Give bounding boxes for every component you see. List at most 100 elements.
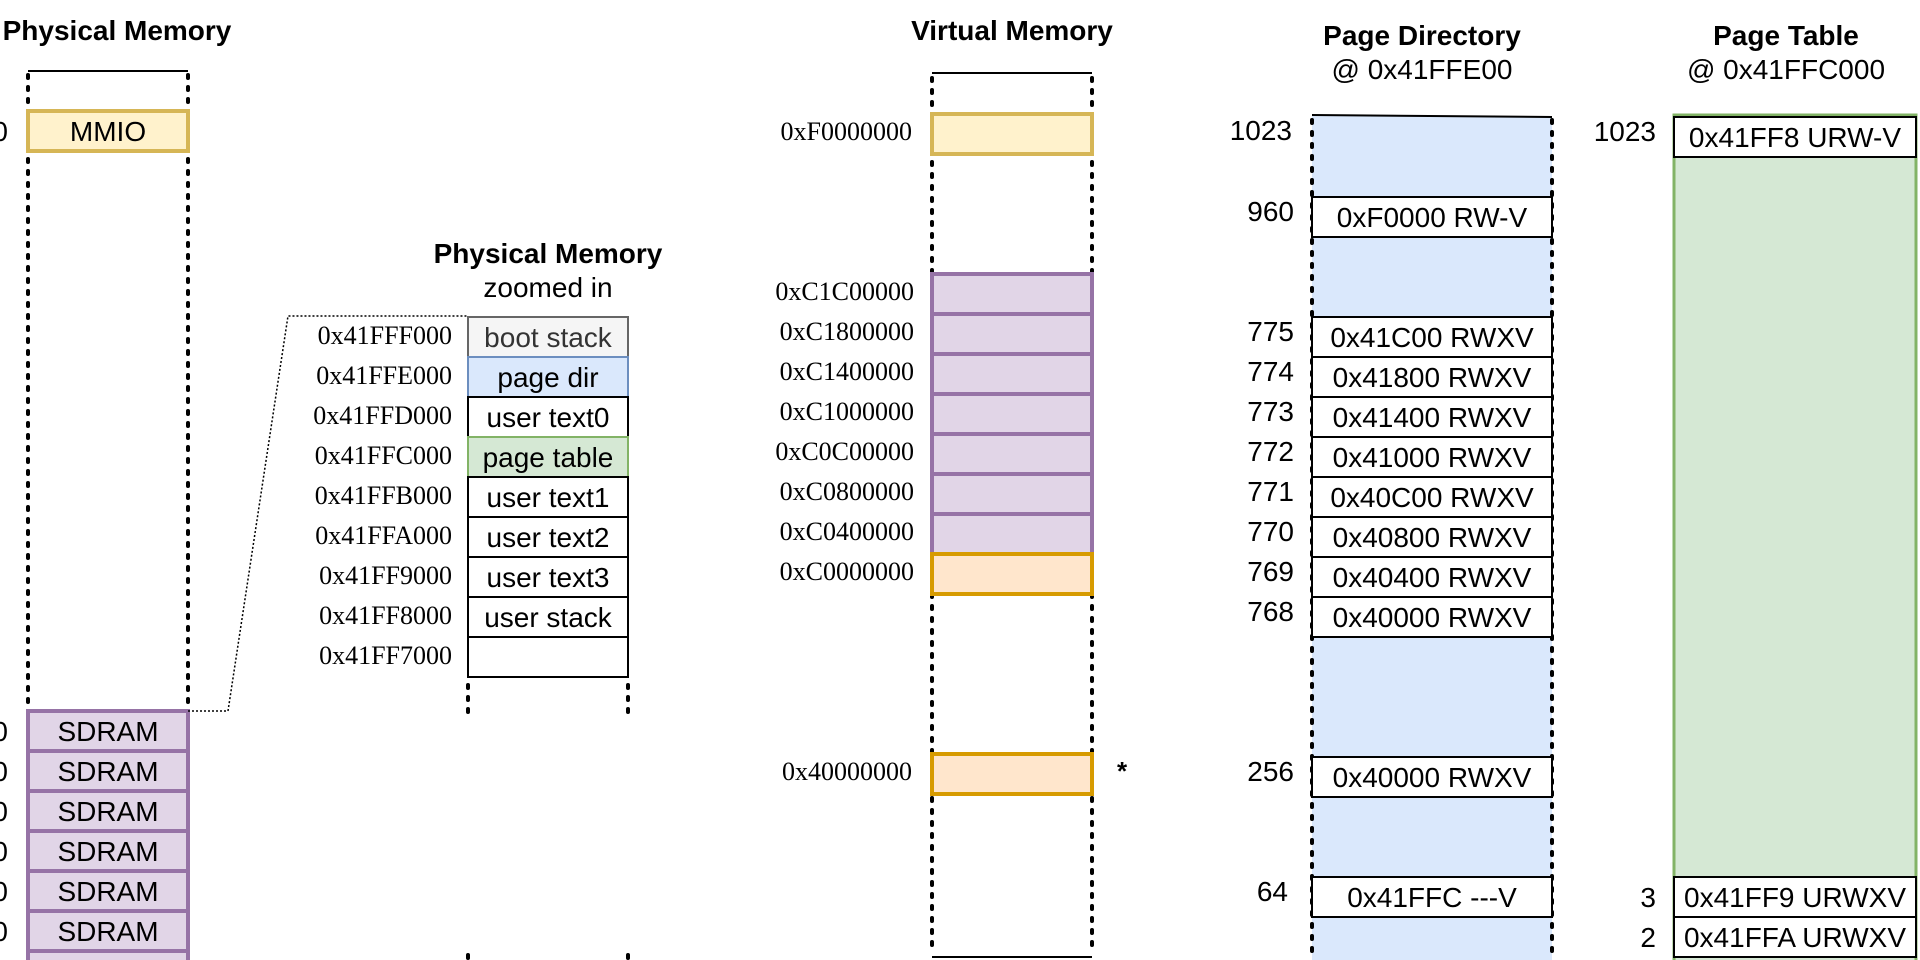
page-table-title: Page Table [1713, 20, 1859, 51]
virtual-kernel-block [930, 472, 1094, 516]
virtual-memory-title: Virtual Memory [911, 15, 1113, 46]
pde-index: 773 [1247, 396, 1294, 427]
zoom-row-user-text3 [467, 556, 629, 598]
virtual-kernel-address: 0xC0800000 [780, 477, 914, 506]
page-directory-column: Page Directory @ 0x41FFE00 1023 0xF0000 … [1230, 20, 1554, 960]
pde-value: 0x41000 RWXV [1333, 442, 1532, 473]
pde-entry [1311, 436, 1553, 478]
sdram-label: SDRAM [57, 796, 158, 827]
virtual-kernel-block [930, 392, 1094, 436]
zoom-row-address: 0x41FFF000 [318, 321, 452, 350]
zoom-row-address: 0x41FF8000 [319, 601, 452, 630]
mmio-block [26, 109, 190, 153]
pde-index: 64 [1257, 876, 1288, 907]
zoom-row-label: user text2 [487, 522, 610, 553]
virtual-kernel-block [930, 352, 1094, 396]
sdram-address: 0 [0, 876, 8, 907]
virtual-kernel-block [930, 432, 1094, 476]
virtual-kernel-address: 0xC0000000 [780, 557, 914, 586]
pde-value: 0x40000 RWXV [1333, 762, 1532, 793]
zoom-row-user-text0 [467, 396, 629, 438]
zoom-row-address: 0x41FF9000 [319, 561, 452, 590]
virtual-kernel-region: 0xC1C00000 0xC1800000 0xC1400000 0xC1000… [775, 272, 1094, 596]
zoom-row-label: user text0 [487, 402, 610, 433]
zoom-row-label: boot stack [484, 322, 613, 353]
pte-index: 3 [1640, 882, 1656, 913]
page-table-background [1672, 113, 1918, 960]
mmio-address: 0 [0, 116, 8, 147]
pde-value: 0x40400 RWXV [1333, 562, 1532, 593]
page-directory-top-index: 1023 [1230, 115, 1292, 146]
zoom-row-page-dir [467, 356, 629, 398]
virtual-kernel-address: 0xC0400000 [780, 517, 914, 546]
sdram-label: SDRAM [57, 716, 158, 747]
pte-value: 0x41FF9 URWXV [1684, 882, 1906, 913]
pde-entry [1311, 196, 1553, 238]
zoom-title: Physical Memory [434, 238, 663, 269]
zoomed-physical-memory: Physical Memory zoomed in boot stack 0x4… [313, 238, 663, 960]
page-directory-top-edge [1311, 114, 1553, 118]
zoom-row-address: 0x41FFC000 [315, 441, 452, 470]
pde-entry [1311, 596, 1553, 638]
pde-value: 0x41800 RWXV [1333, 362, 1532, 393]
page-table-subtitle: @ 0x41FFC000 [1687, 54, 1885, 85]
pde-entry [1311, 556, 1553, 598]
sdram-label: SDRAM [57, 836, 158, 867]
pde-entry [1311, 756, 1553, 798]
sdram-address: 0 [0, 796, 8, 827]
pte-entry [1673, 116, 1917, 158]
virtual-kernel-address: 0xC1C00000 [775, 277, 914, 306]
pde-value: 0x41400 RWXV [1333, 402, 1532, 433]
physical-memory-title: Physical Memory [3, 15, 232, 46]
pte-index: 2 [1640, 922, 1656, 953]
zoom-row-user-text1 [467, 476, 629, 518]
virtual-low-block [930, 752, 1094, 796]
pte-index: 1023 [1594, 116, 1656, 147]
pte-value: 0x41FFA URWXV [1684, 922, 1906, 953]
sdram-label: SDRAM [57, 876, 158, 907]
zoom-row-page-table [467, 436, 629, 478]
sdram-label: SDRAM [57, 756, 158, 787]
zoom-row-label: user text1 [487, 482, 610, 513]
virtual-kernel-base-block [930, 552, 1094, 596]
zoom-row-address: 0x41FFE000 [316, 361, 452, 390]
mmio-label: MMIO [70, 116, 146, 147]
virtual-kernel-block [930, 272, 1094, 316]
pde-index: 256 [1247, 756, 1294, 787]
zoom-row-boot-stack [467, 316, 629, 358]
virtual-low-address: 0x40000000 [782, 757, 912, 786]
pte-entry [1673, 916, 1917, 958]
zoom-row-label: user text3 [487, 562, 610, 593]
page-directory-subtitle: @ 0x41FFE00 [1332, 54, 1513, 85]
sdram-address: 0 [0, 756, 8, 787]
virtual-kernel-block [930, 312, 1094, 356]
virtual-kernel-address: 0xC1800000 [780, 317, 914, 346]
sdram-block [26, 789, 190, 833]
virtual-mmio-block [930, 112, 1094, 156]
zoom-subtitle: zoomed in [483, 272, 612, 303]
pde-index: 768 [1247, 596, 1294, 627]
pte-value: 0x41FF8 URW-V [1689, 122, 1901, 153]
pde-entry [1311, 396, 1553, 438]
zoom-row-address: 0x41FFB000 [315, 481, 452, 510]
asterisk-marker: * [1117, 756, 1128, 786]
sdram-block [26, 869, 190, 913]
zoom-row-address: 0x41FFA000 [315, 521, 452, 550]
sdram-label: SDRAM [57, 916, 158, 947]
virtual-kernel-address: 0xC1400000 [780, 357, 914, 386]
pde-index: 960 [1247, 196, 1294, 227]
pde-index: 769 [1247, 556, 1294, 587]
virtual-mmio-address: 0xF0000000 [781, 117, 912, 146]
sdram-block [26, 749, 190, 793]
pde-value: 0x41FFC ---V [1347, 882, 1517, 913]
sdram-address: 0 [0, 836, 8, 867]
virtual-memory-column: Virtual Memory 0xF0000000 0xC1C00000 0xC… [775, 15, 1128, 958]
virtual-kernel-address: 0xC0C00000 [775, 437, 914, 466]
zoom-row-label: page dir [497, 362, 598, 393]
zoom-row-address: 0x41FFD000 [313, 401, 452, 430]
pde-entry [1311, 316, 1553, 358]
pde-entry [1311, 876, 1553, 918]
page-directory-title: Page Directory [1323, 20, 1521, 51]
zoom-connector [188, 315, 468, 712]
